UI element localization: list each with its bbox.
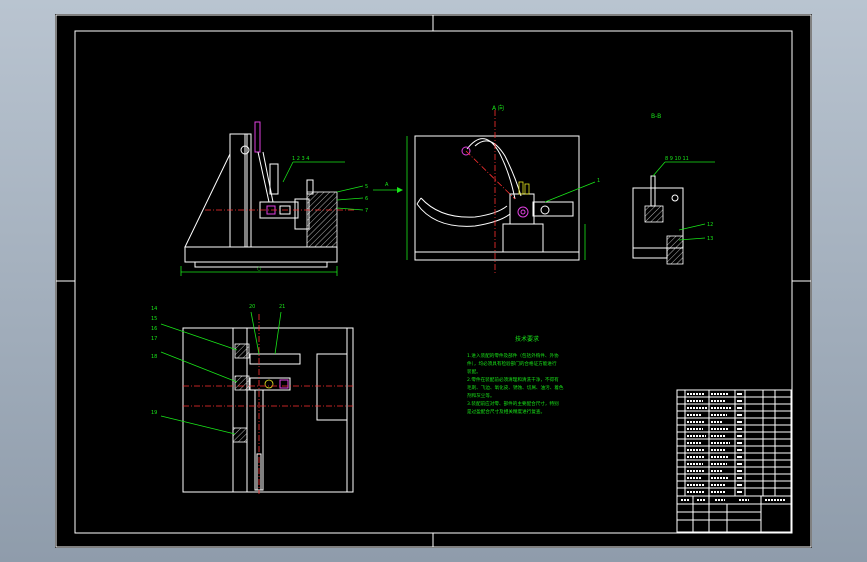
note-line: 2.零件在装配前必须清理和清洗干净，不得有: [467, 376, 559, 383]
svg-text:7: 7: [365, 208, 368, 214]
svg-text:20: 20: [249, 304, 255, 310]
note-line: 毛刺、飞边、氧化皮、锈蚀、切屑、油污、着色: [467, 384, 564, 391]
note-line: 装配。: [467, 368, 481, 375]
note-line: 1.进入装配的零件及部件（包括外购件、外协: [467, 352, 559, 359]
arrow-a-icon: [373, 187, 403, 193]
svg-text:18: 18: [151, 354, 157, 360]
view-a-title: A 向: [492, 104, 504, 112]
note-line: 3.装配前应对零、部件的主要配合尺寸，特别: [467, 400, 559, 407]
section-bb-title: B-B: [651, 113, 661, 120]
front-view: ○ 1 2 3 4 5 6 7: [180, 121, 368, 276]
svg-text:12: 12: [707, 222, 713, 228]
svg-text:17: 17: [151, 336, 157, 342]
svg-text:1 2 3 4: 1 2 3 4: [292, 156, 310, 162]
arrow-a-label: A: [385, 182, 389, 188]
svg-text:19: 19: [151, 410, 157, 416]
svg-text:8 9 10 11: 8 9 10 11: [665, 156, 689, 162]
svg-text:14: 14: [151, 306, 157, 312]
svg-text:6: 6: [365, 196, 368, 202]
svg-text:1: 1: [597, 178, 600, 184]
top-view: 14 15 16 17 18 19 20 21: [151, 304, 354, 494]
note-line: 件），均必须具有检验部门的合格证方能进行: [467, 360, 557, 367]
svg-text:5: 5: [365, 184, 368, 190]
note-line: 是过盈配合尺寸及相关精度进行复查。: [467, 408, 545, 415]
svg-text:15: 15: [151, 316, 157, 322]
notes-title: 技术要求: [515, 335, 539, 343]
parts-list: [676, 389, 792, 533]
drawing-sheet[interactable]: ○ 1 2 3 4 5 6 7 A A 向: [55, 14, 812, 548]
a-view: A 向: [406, 104, 600, 274]
svg-text:16: 16: [151, 326, 157, 332]
svg-text:21: 21: [279, 304, 285, 310]
note-line: 剂和灰尘等。: [467, 392, 495, 399]
svg-text:○: ○: [257, 266, 261, 272]
drawing-canvas: ○ 1 2 3 4 5 6 7 A A 向: [55, 14, 812, 548]
section-bb: B-B 8 9 10 11 12 13: [632, 113, 715, 265]
svg-text:13: 13: [707, 236, 713, 242]
technical-notes: 技术要求 1.进入装配的零件及部件（包括外购件、外协 件），均必须具有检验部门的…: [467, 335, 564, 415]
